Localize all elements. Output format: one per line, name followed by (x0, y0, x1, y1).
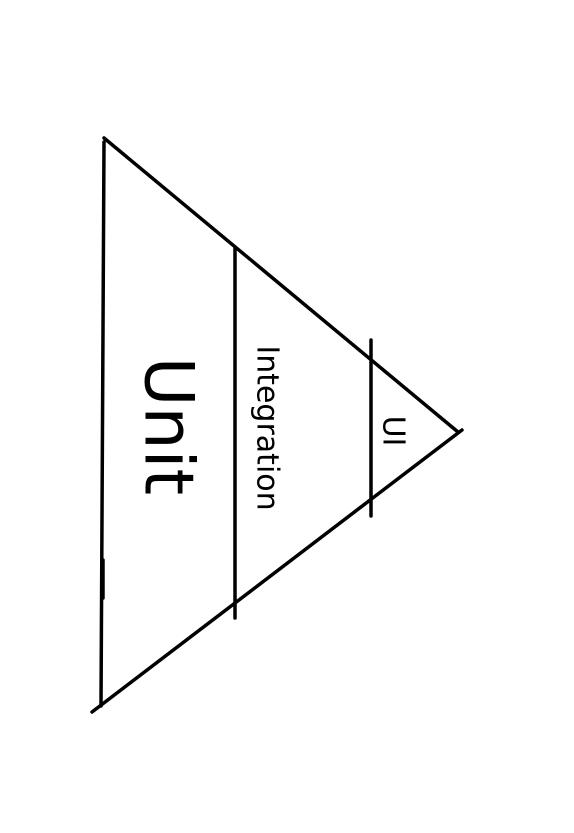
layer-label-ui: UI (376, 416, 411, 447)
layer-label-unit: Unit (128, 357, 207, 495)
pyramid-lower-edge (90, 428, 464, 714)
layer-label-integration: Integration (250, 345, 285, 510)
pyramid-base-line (99, 140, 106, 708)
pyramid-upper-edge (102, 136, 460, 434)
pyramid-outline (90, 136, 464, 714)
